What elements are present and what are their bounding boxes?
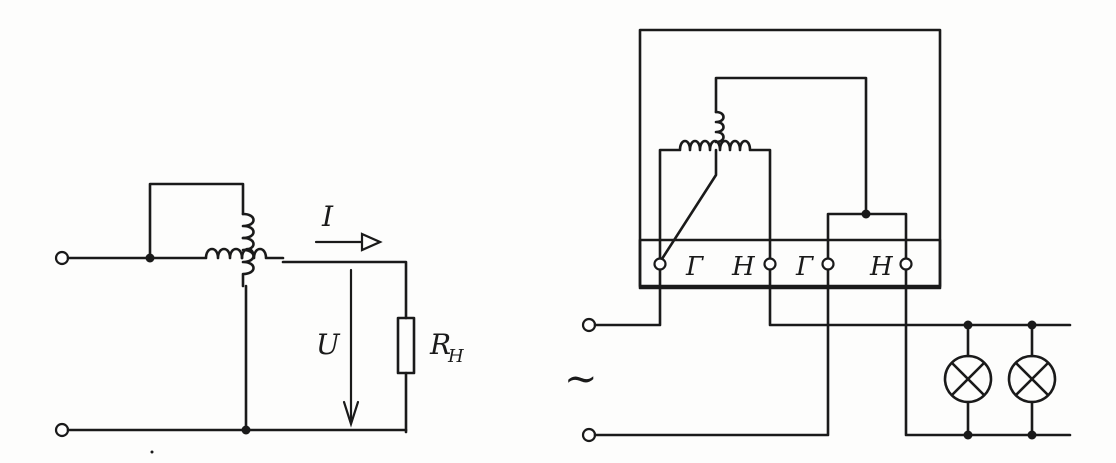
internal-coil-vertical [714, 110, 725, 144]
terminal-label-1: Г [685, 252, 704, 282]
terminal-label-4: Н [869, 252, 894, 282]
internal-slider-wire [658, 148, 718, 264]
internal-top-wire [714, 76, 868, 214]
left-circuit: I U R H [54, 182, 464, 454]
supply-bottom-wire [593, 268, 830, 437]
voltage-arrow-head [342, 400, 360, 428]
current-arrow-head [360, 232, 383, 252]
supply-terminal-bottom [581, 427, 597, 443]
supply-top-wire [593, 268, 662, 327]
current-label: I [321, 200, 334, 233]
supply-terminal-top [581, 317, 597, 333]
scan-speck [150, 450, 154, 454]
terminal-strip [638, 238, 942, 290]
autotransformer-coil-upper [241, 212, 255, 240]
terminal-label-2: Н [731, 252, 756, 282]
load-resistor [396, 316, 416, 375]
device-housing [638, 28, 942, 288]
autotransformer-coil-lower [241, 236, 255, 288]
lamp-1-bulb [943, 354, 993, 404]
junction-dot-bottom [241, 425, 251, 435]
lamp-2-cross [1014, 361, 1050, 397]
strip-terminal-2 [763, 257, 777, 271]
strip-terminal-1 [653, 257, 667, 271]
autotransformer-coil-horizontal [148, 247, 244, 260]
lamp-2-bulb [1007, 354, 1057, 404]
output-bus-bottom [904, 268, 1072, 437]
internal-coil-horizontal [658, 139, 772, 266]
output-bus-top [768, 268, 1072, 327]
load-label-subscript: H [447, 346, 464, 367]
ac-symbol: ~ [564, 356, 598, 402]
input-terminal-bottom [54, 422, 70, 438]
feedback-loop-wire [148, 182, 245, 260]
terminal-label-3: Г [795, 252, 814, 282]
lamp-1-cross [950, 361, 986, 397]
right-circuit: Г Н Г Н ~ [564, 28, 1072, 443]
voltage-label: U [316, 328, 341, 361]
input-terminal-top [54, 250, 70, 266]
strip-terminal-3 [821, 257, 835, 271]
strip-terminal-4 [899, 257, 913, 271]
load-label: R [429, 328, 451, 361]
output-wire [281, 260, 408, 320]
jumper-junction-dot [861, 209, 871, 219]
